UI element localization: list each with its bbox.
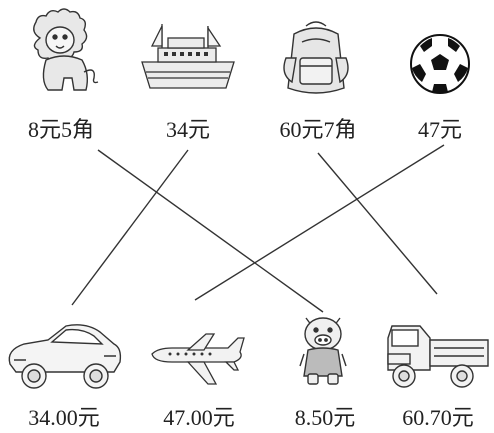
price-label-car: 34.00元 <box>28 405 100 430</box>
match-line-lion-pig <box>97 149 324 313</box>
pig-icon <box>299 317 347 385</box>
price-label-airplane: 47.00元 <box>163 405 235 430</box>
price-label-ship: 34元 <box>165 117 210 142</box>
price-label-pig: 8.50元 <box>294 405 356 430</box>
car-icon <box>8 324 122 389</box>
truck-icon <box>387 325 489 388</box>
match-line-ball-airplane <box>194 144 445 301</box>
match-line-ship-car <box>71 149 189 306</box>
airplane-icon <box>151 333 245 385</box>
price-label-soccer-ball: 47元 <box>417 117 462 142</box>
price-label-lion: 8元5角 <box>27 117 94 142</box>
soccer-ball-icon <box>410 34 470 94</box>
backpack-icon <box>283 21 349 94</box>
lion-icon <box>33 8 99 91</box>
price-label-backpack: 60元7角 <box>279 117 357 142</box>
match-line-backpack-truck <box>317 152 438 295</box>
ship-icon <box>141 24 235 89</box>
price-label-truck: 60.70元 <box>402 405 474 430</box>
